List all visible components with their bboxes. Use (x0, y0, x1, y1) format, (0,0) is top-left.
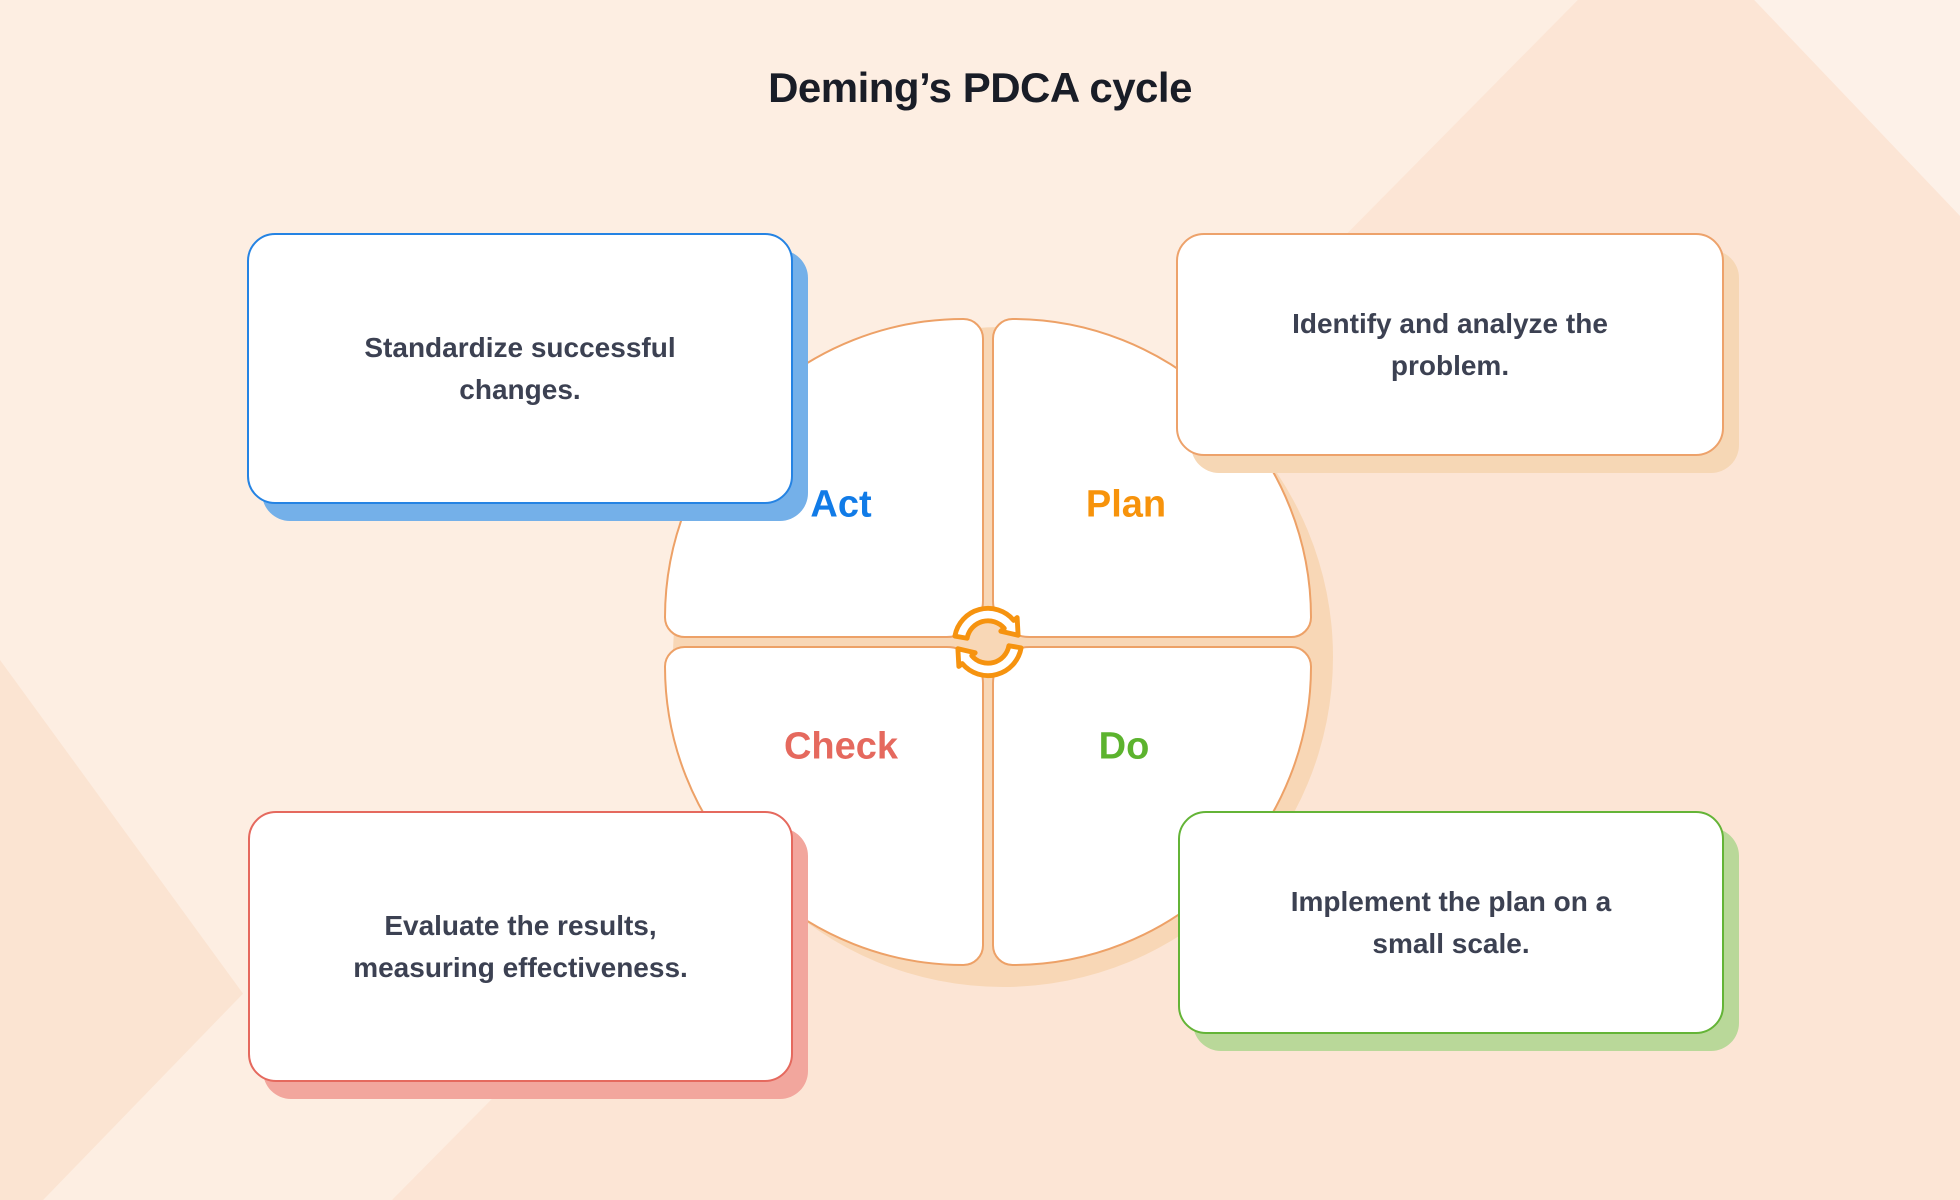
card-check-line-2: measuring effectiveness. (353, 951, 688, 983)
card-check-line-1: Evaluate the results, (384, 909, 657, 941)
cycle-arrows-icon (952, 605, 1024, 679)
card-act: Standardize successful changes. (247, 233, 793, 504)
page-title: Deming’s PDCA cycle (768, 64, 1192, 111)
card-act-line-2: changes. (459, 373, 581, 405)
card-check: Evaluate the results, measuring effectiv… (248, 811, 793, 1082)
quadrant-label-act: Act (810, 483, 872, 526)
card-act-line-1: Standardize successful (364, 331, 676, 363)
quadrant-label-plan: Plan (1085, 483, 1167, 526)
card-do-text: Implement the plan on a small scale. (1291, 881, 1611, 965)
card-plan-line-2: problem. (1390, 349, 1510, 381)
card-do: Implement the plan on a small scale. (1178, 811, 1724, 1034)
card-do-line-1: Implement the plan on a (1290, 885, 1612, 917)
quadrant-label-check: Check (783, 725, 899, 768)
card-plan-line-1: Identify and analyze the (1292, 307, 1608, 339)
card-plan: Identify and analyze the problem. (1176, 233, 1724, 456)
quadrant-label-do: Do (1098, 725, 1150, 768)
card-do-line-2: small scale. (1372, 927, 1530, 959)
card-act-text: Standardize successful changes. (364, 327, 675, 411)
card-check-text: Evaluate the results, measuring effectiv… (353, 905, 688, 989)
card-plan-text: Identify and analyze the problem. (1292, 303, 1608, 387)
